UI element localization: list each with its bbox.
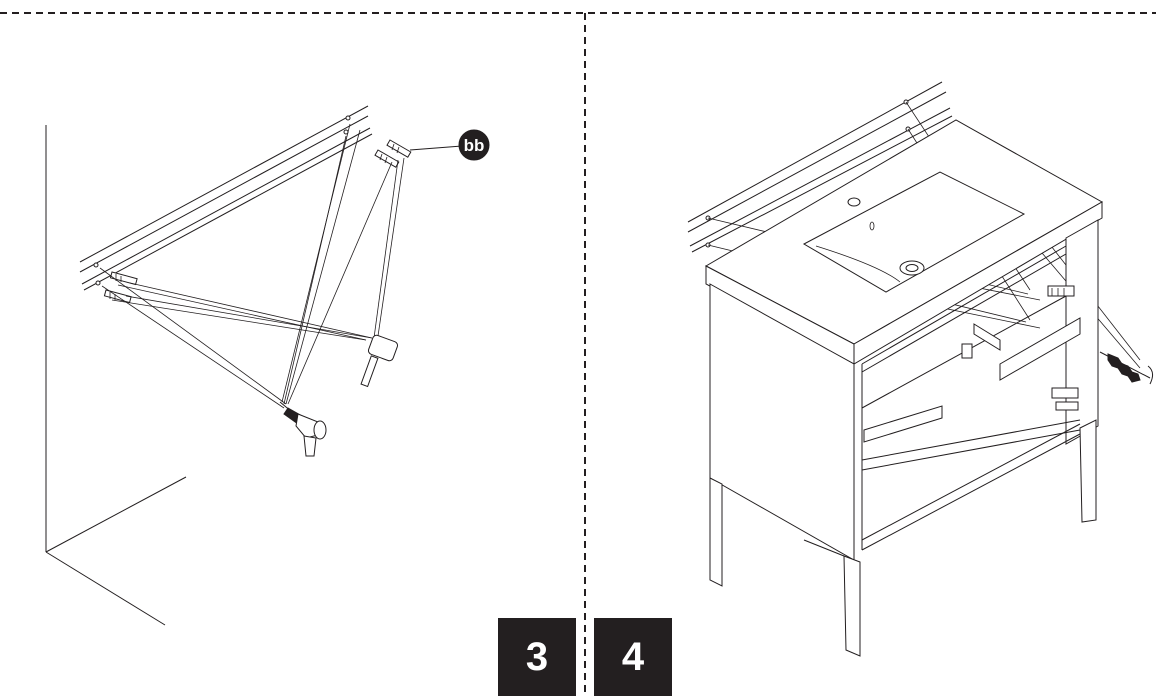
callout-bb-label: bb (464, 136, 485, 155)
drill-guide-lines (99, 123, 393, 409)
hammer-guide-lines (111, 157, 405, 341)
step-4-badge: 4 (594, 618, 672, 696)
drill-icon (279, 401, 327, 457)
mounting-rail-lines (79, 105, 373, 291)
wall-corner (45, 125, 187, 626)
step-3-badge: 3 (498, 618, 576, 696)
wall-anchor-icon (374, 139, 412, 168)
screw-icon (1099, 351, 1154, 385)
vanity-cabinet-icon (704, 119, 1104, 657)
step-3-panel: bb (45, 105, 490, 626)
hammer-icon (360, 334, 399, 388)
callout-bb: bb (409, 129, 490, 161)
step-4-panel (687, 81, 1154, 657)
